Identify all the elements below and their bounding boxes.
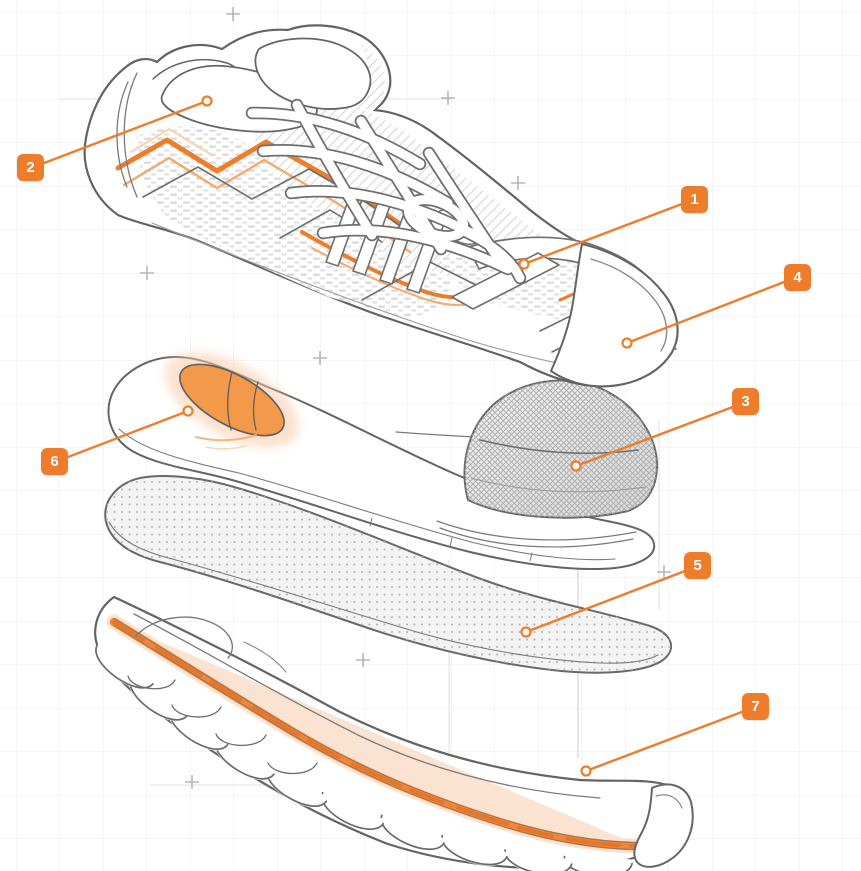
callout-number-2: 2: [26, 159, 35, 176]
callout-number-1: 1: [690, 191, 699, 208]
toe-bumper: [550, 243, 679, 388]
leader-dots: [182, 95, 633, 777]
tongue: [254, 37, 372, 110]
callout-badge-4[interactable]: 4: [784, 264, 811, 291]
midsole-footbed-layer: [107, 352, 656, 571]
outsole-toe-flap: [633, 783, 694, 868]
callout-number-7: 7: [751, 698, 760, 715]
callout-number-5: 5: [693, 557, 702, 574]
leader-lines: [30, 95, 798, 777]
midsole-accent-stripe: [106, 614, 648, 854]
callout-badge-7[interactable]: 7: [742, 693, 769, 720]
laces: [245, 98, 527, 285]
cushion-insole-layer: [104, 475, 673, 674]
callout-number-6: 6: [50, 453, 59, 470]
callout-badge-3[interactable]: 3: [732, 388, 759, 415]
shoe-upper-layer: [83, 24, 679, 388]
callout-badge-6[interactable]: 6: [41, 448, 68, 475]
toe-cap-layer: [436, 379, 659, 548]
tread-lugs: [94, 641, 633, 871]
callout-badge-5[interactable]: 5: [684, 552, 711, 579]
gel-pod: [179, 363, 285, 437]
callout-badge-2[interactable]: 2: [17, 154, 44, 181]
callout-number-3: 3: [741, 393, 750, 410]
outsole-layer: [94, 595, 694, 871]
callout-number-4: 4: [793, 269, 802, 286]
callout-badge-1[interactable]: 1: [681, 186, 708, 213]
